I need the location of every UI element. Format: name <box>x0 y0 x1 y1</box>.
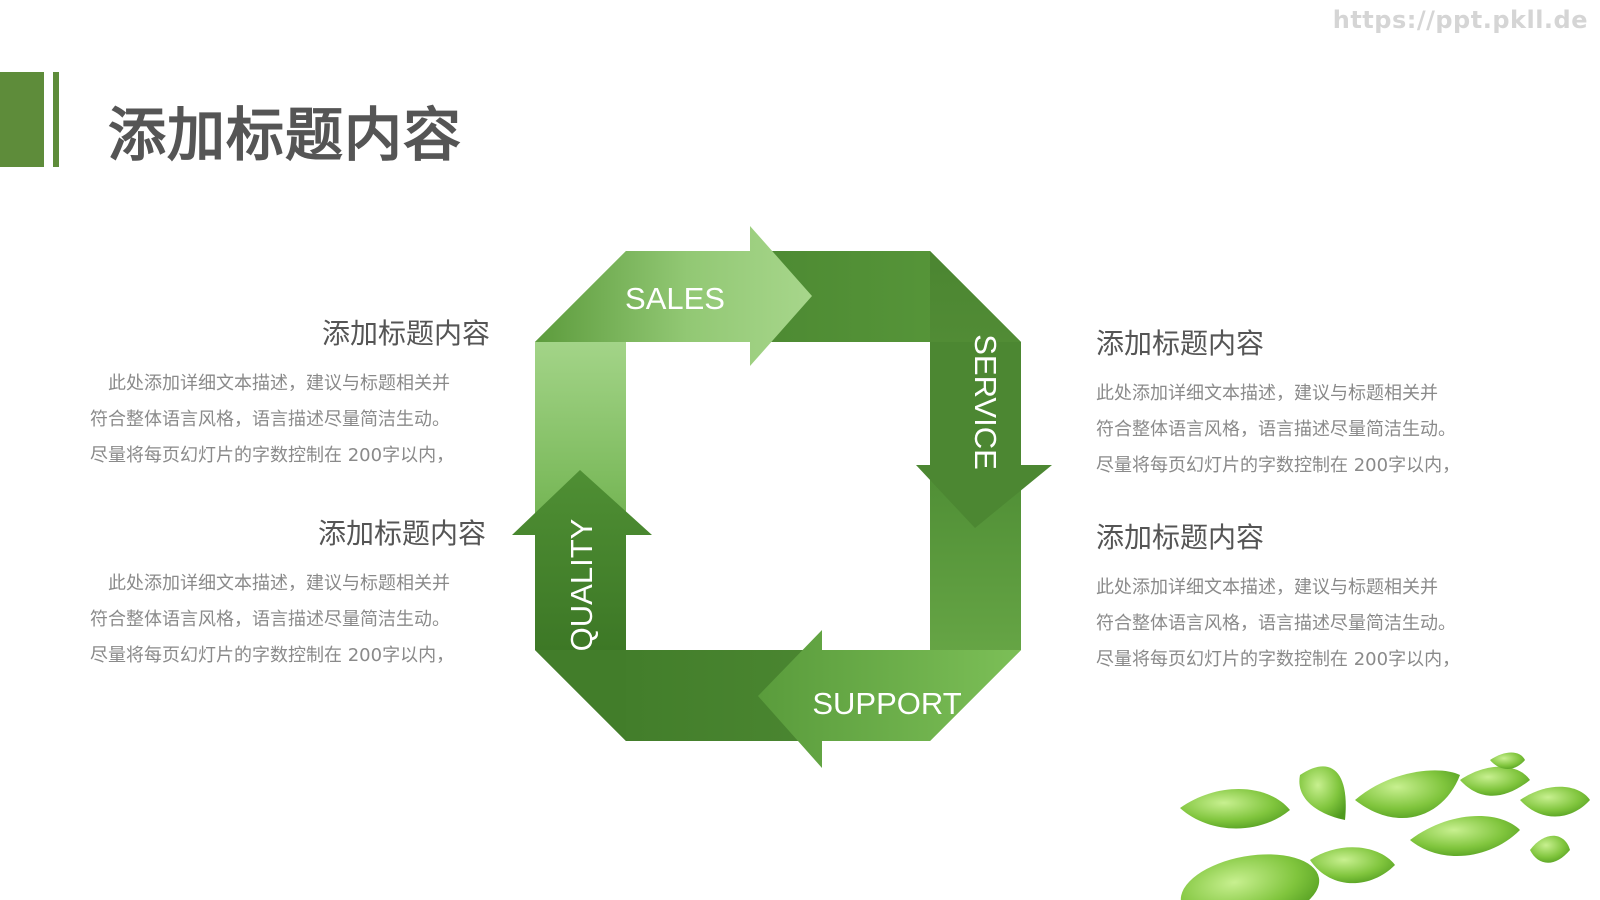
text-block-top-right: 添加标题内容 此处添加详细文本描述，建议与标题相关并 符合整体语言风格，语言描述… <box>1096 322 1516 484</box>
text-block-title: 添加标题内容 <box>317 517 486 550</box>
text-block-bottom-right: 添加标题内容 此处添加详细文本描述，建议与标题相关并 符合整体语言风格，语言描述… <box>1096 516 1516 678</box>
quality-arrow-lower <box>535 650 626 741</box>
text-block-title: 添加标题内容 <box>1096 327 1265 360</box>
text-block-body: 此处添加详细文本描述，建议与标题相关并 符合整体语言风格，语言描述尽量简洁生动。… <box>90 573 455 666</box>
text-block-title: 添加标题内容 <box>321 317 490 350</box>
support-arrow <box>758 630 1021 768</box>
label-sales: SALES <box>625 281 725 316</box>
title-accent-block <box>0 72 44 167</box>
text-block-title: 添加标题内容 <box>1096 521 1265 554</box>
service-arrow <box>916 342 1052 528</box>
text-block-body: 此处添加详细文本描述，建议与标题相关并 符合整体语言风格，语言描述尽量简洁生动。… <box>1096 577 1461 670</box>
text-block-body: 此处添加详细文本描述，建议与标题相关并 符合整体语言风格，语言描述尽量简洁生动。… <box>1096 383 1461 476</box>
text-block-top-left: 添加标题内容 此处添加详细文本描述，建议与标题相关并 符合整体语言风格，语言描述… <box>90 312 510 474</box>
label-service: SERVICE <box>968 334 1003 470</box>
sales-arrow <box>535 226 812 366</box>
quality-arrow <box>512 470 652 650</box>
page-title: 添加标题内容 <box>108 101 463 169</box>
watermark-url: https://ppt.pkll.de <box>1332 6 1588 34</box>
title-accent-line <box>53 72 59 167</box>
label-support: SUPPORT <box>812 686 961 721</box>
text-block-bottom-left: 添加标题内容 此处添加详细文本描述，建议与标题相关并 符合整体语言风格，语言描述… <box>90 512 510 674</box>
green-leaves-icon <box>1180 752 1590 900</box>
label-quality: QUALITY <box>564 519 599 652</box>
text-block-body: 此处添加详细文本描述，建议与标题相关并 符合整体语言风格，语言描述尽量简洁生动。… <box>90 373 455 466</box>
